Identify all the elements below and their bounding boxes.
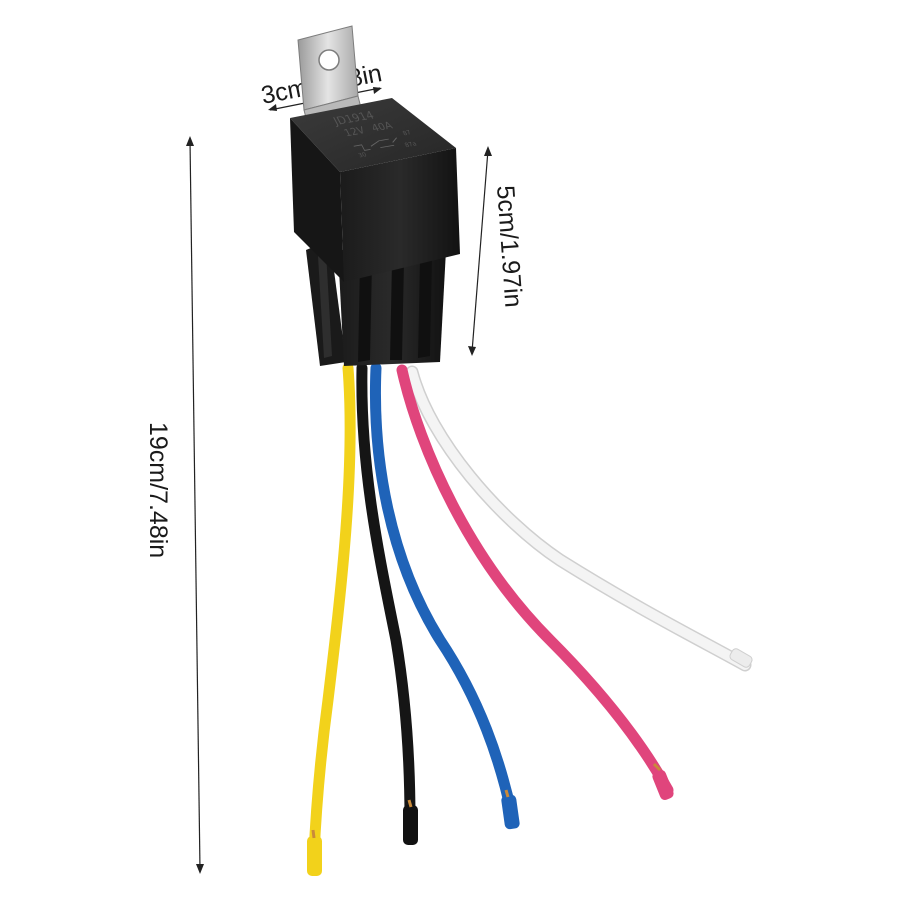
black-wire-copper <box>407 799 413 808</box>
length-arrow-line <box>189 139 201 871</box>
total-length-dimension: 19cm/7.48in <box>144 136 204 874</box>
width-arrow-head-right <box>373 87 382 94</box>
relay-rating-current: 40A <box>370 120 395 134</box>
relay: JD1914 12V 40A 87 30 87a <box>290 25 460 366</box>
wires <box>307 362 753 876</box>
length-arrow-head-bottom <box>196 864 204 874</box>
relay-markings: JD1914 12V 40A 87 30 87a <box>330 109 419 160</box>
height-dimension: 5cm/1.97in <box>468 146 527 356</box>
relay-body <box>290 98 460 282</box>
width-arrow-head-left <box>268 104 277 111</box>
relay-socket <box>306 240 446 366</box>
blue-wire-tip <box>501 794 520 830</box>
blue-wire <box>370 362 518 821</box>
height-label: 5cm/1.97in <box>491 184 527 308</box>
yellow-wire-copper <box>311 829 316 839</box>
yellow-wire-tip <box>307 836 322 876</box>
height-arrow-head-bottom <box>468 346 476 356</box>
yellow-wire <box>308 362 356 861</box>
wire-tips <box>307 648 753 876</box>
white-wire-core <box>407 367 750 670</box>
relay-rating-voltage: 12V <box>342 125 367 139</box>
relay-circuit-diagram <box>353 137 397 151</box>
bracket-hole <box>318 49 340 71</box>
white-wire-tip <box>729 648 753 668</box>
height-arrow-line <box>471 149 489 353</box>
blue-wire-copper <box>504 789 510 798</box>
relay-pin-87: 87 <box>402 129 413 137</box>
pink-wire <box>396 364 674 796</box>
length-arrow-head-top <box>186 136 194 146</box>
mounting-bracket <box>297 25 363 127</box>
pink-wire-copper <box>652 762 662 772</box>
black-wire <box>356 362 416 826</box>
total-length-label: 19cm/7.48in <box>144 422 172 558</box>
pink-wire-tip <box>652 769 674 801</box>
relay-pin-30: 30 <box>357 152 368 160</box>
height-arrow-head-top <box>484 146 492 156</box>
black-wire-tip <box>403 805 418 845</box>
relay-pin-87a: 87a <box>404 141 419 149</box>
